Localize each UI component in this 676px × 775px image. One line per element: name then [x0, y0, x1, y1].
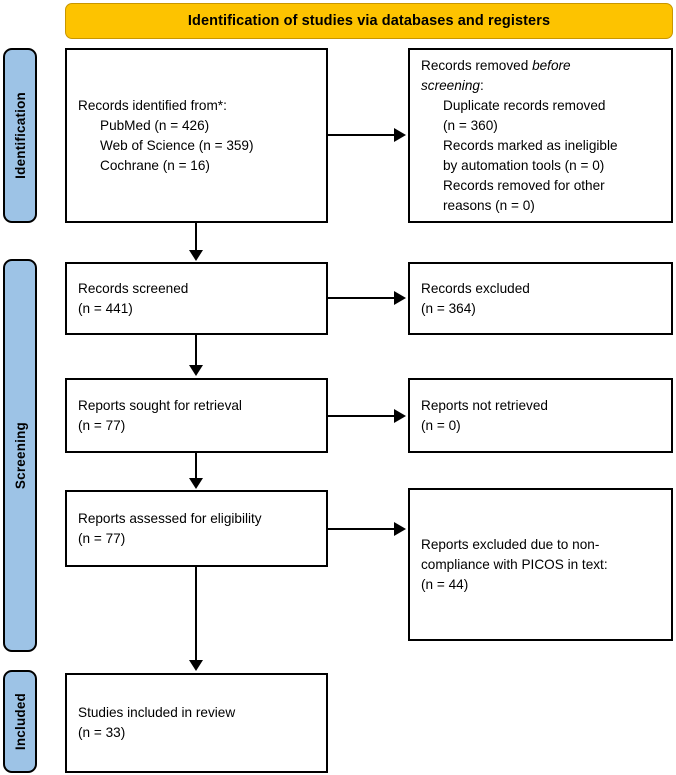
arrowhead-down-icon [189, 478, 203, 489]
reports-excluded-picos-line1: Reports excluded due to non- [421, 536, 600, 552]
arrowhead-down-icon [189, 365, 203, 376]
records-removed-line2-plain: : [479, 77, 484, 93]
connector-sought-to-not-retrieved [328, 415, 395, 417]
reports-assessed-label: Reports assessed for eligibility [78, 510, 262, 526]
records-removed-automation: by automation tools (n = 0) [443, 157, 605, 173]
reports-excluded-picos-line2: compliance with PICOS in text: [421, 556, 608, 572]
connector-screened-to-excluded [328, 297, 395, 299]
records-removed-line1: Records removed before [421, 56, 660, 76]
connector-identified-to-screened [195, 223, 197, 253]
studies-included-label: Studies included in review [78, 705, 236, 720]
records-removed-other: Records removed for other [443, 177, 605, 193]
arrowhead-right-icon [394, 128, 406, 142]
box-records-identified: Records identified from*: PubMed (n = 42… [65, 48, 328, 223]
records-excluded-count: (n = 364) [421, 300, 476, 316]
stage-label-included: Included [3, 670, 37, 773]
connector-sought-to-assessed [195, 453, 197, 480]
arrowhead-right-icon [394, 522, 406, 536]
stage-label-included-text: Included [12, 692, 28, 751]
records-removed-line2: screening: [421, 76, 660, 96]
box-reports-sought: Reports sought for retrieval (n = 77) [65, 378, 328, 453]
box-studies-included: Studies included in review (n = 33) [65, 673, 328, 773]
records-identified-pubmed: PubMed (n = 426) [100, 117, 210, 133]
reports-sought-count: (n = 77) [78, 417, 126, 433]
records-removed-duplicate-n: (n = 360) [443, 117, 498, 133]
header-banner: Identification of studies via databases … [65, 3, 673, 39]
records-identified-line1: Records identified from*: [78, 97, 227, 113]
box-records-removed: Records removed before screening: Duplic… [408, 48, 673, 223]
studies-included-count: (n = 33) [78, 725, 126, 740]
stage-label-identification: Identification [3, 48, 37, 223]
arrowhead-right-icon [394, 291, 406, 305]
reports-excluded-picos-count: (n = 44) [421, 576, 469, 592]
reports-not-retrieved-label: Reports not retrieved [421, 397, 548, 413]
box-records-screened: Records screened (n = 441) [65, 262, 328, 335]
box-reports-assessed: Reports assessed for eligibility (n = 77… [65, 490, 328, 567]
reports-sought-label: Reports sought for retrieval [78, 397, 242, 413]
stage-label-screening: Screening [3, 259, 37, 652]
records-removed-line1-plain: Records removed [421, 57, 533, 73]
records-excluded-label: Records excluded [421, 280, 530, 296]
records-identified-web-of-science: Web of Science (n = 359) [100, 137, 254, 153]
connector-identified-to-removed [328, 134, 395, 136]
stage-label-identification-text: Identification [12, 92, 28, 179]
records-removed-line2-italic: screening [421, 77, 480, 93]
box-records-excluded: Records excluded (n = 364) [408, 262, 673, 335]
connector-assessed-to-excluded-picos [328, 528, 395, 530]
records-identified-cochrane: Cochrane (n = 16) [100, 157, 210, 173]
reports-not-retrieved-count: (n = 0) [421, 417, 461, 433]
box-reports-not-retrieved: Reports not retrieved (n = 0) [408, 378, 673, 453]
box-reports-excluded-picos: Reports excluded due to non- compliance … [408, 488, 673, 641]
records-screened-count: (n = 441) [78, 300, 133, 316]
arrowhead-down-icon [189, 250, 203, 261]
records-removed-line1-italic: before [532, 57, 571, 73]
arrowhead-right-icon [394, 409, 406, 423]
records-screened-label: Records screened [78, 280, 189, 296]
connector-assessed-to-studies [195, 567, 197, 663]
records-removed-other-n: reasons (n = 0) [443, 197, 535, 213]
header-title: Identification of studies via databases … [187, 13, 551, 29]
stage-label-screening-text: Screening [12, 421, 28, 490]
connector-screened-to-sought [195, 335, 197, 367]
arrowhead-down-icon [189, 660, 203, 671]
reports-assessed-count: (n = 77) [78, 530, 126, 546]
records-removed-duplicate: Duplicate records removed [443, 97, 606, 113]
records-removed-ineligible: Records marked as ineligible [443, 137, 618, 153]
